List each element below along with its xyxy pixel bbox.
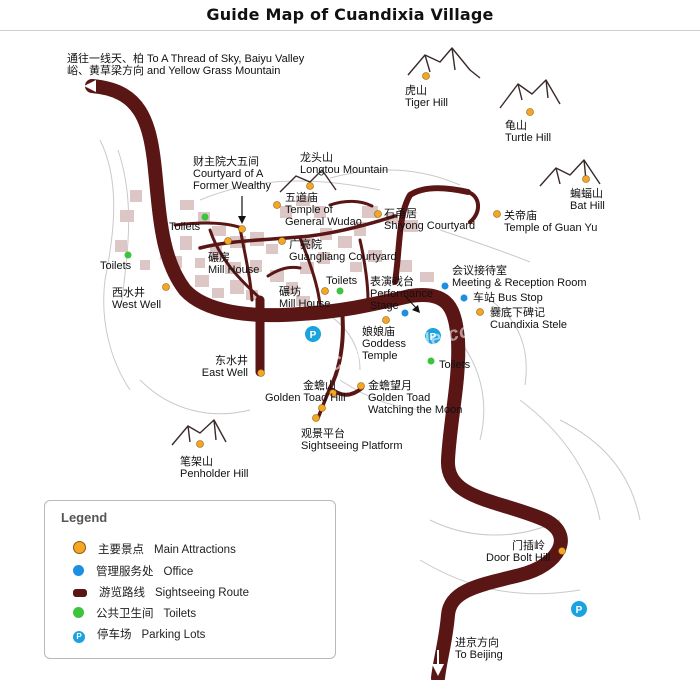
label-to-beijing: 进京方向 To Beijing: [455, 637, 503, 661]
attraction-dot-icon: [493, 210, 501, 218]
attraction-dot-icon: [329, 389, 337, 397]
parking-icon: [425, 328, 441, 344]
toilet-dot-icon: [427, 357, 435, 365]
attraction-dot-icon: [306, 182, 314, 190]
map-title: Guide Map of Cuandixia Village: [206, 5, 494, 24]
label-bat-hill: 蝙蝠山 Bat Hill: [570, 188, 605, 212]
label-cuandixia-stele: 爨底下碑记 Cuandixia Stele: [490, 307, 568, 331]
label-performance-stage: 表演戏台 Performance Stage: [370, 276, 433, 312]
parking-markers: [305, 326, 587, 617]
parking-icon: [305, 326, 321, 342]
longtou-mountain-sketch: [279, 169, 337, 193]
attraction-dot-icon: [476, 308, 484, 316]
label-goddess-temple: 娘娘庙 Goddess Temple: [362, 326, 407, 362]
label-west-well: 西水井 West Well: [112, 287, 162, 311]
label-door-bolt-hill: 门插岭 Door Bolt Hill: [486, 540, 551, 564]
label-tiger-hill: 虎山 Tiger Hill: [405, 85, 448, 109]
toilet-dot-icon: [336, 287, 344, 295]
label-longtou-mountain: 龙头山 Longtou Mountain: [300, 152, 389, 176]
route-east-branch: [392, 185, 471, 285]
label-toilets-central: Toilets: [326, 275, 358, 287]
label-guangliang-courtyard: 广亮院 Guangliang Courtyard: [289, 239, 397, 263]
toilet-dot-icon: [73, 607, 84, 618]
office-dot-icon: [73, 565, 84, 576]
label-penholder-hill: 笔架山 Penholder Hill: [180, 456, 249, 480]
label-temple-guan-yu: 关帝庙 Temple of Guan Yu: [504, 210, 598, 234]
office-dot-icon: [401, 309, 409, 317]
label-shiyong-courtyard: 石甬居 Shiyong Courtyard: [384, 208, 476, 232]
parking-symbol: P: [430, 332, 437, 343]
route-main-north: [85, 79, 417, 323]
label-temple-wudao: 五道庙 Temple of General Wudao: [285, 192, 362, 228]
attraction-dot-icon: [312, 414, 320, 422]
office-dot-icon: [460, 294, 468, 302]
attraction-dot-icon: [273, 201, 281, 209]
parking-symbol: P: [576, 605, 583, 616]
office-dot-icon: [441, 282, 449, 290]
title-bar: Guide Map of Cuandixia Village: [0, 0, 700, 31]
attraction-dot-icon: [526, 108, 534, 116]
arrow-south-icon: [432, 664, 444, 676]
bat-hill-mountain: [539, 159, 601, 187]
tiger-hill-mountain: [407, 47, 481, 79]
route-arrows: [84, 80, 444, 676]
attraction-dot-icon: [374, 210, 382, 218]
label-bus-stop: 车站 Bus Stop: [473, 292, 543, 304]
label-golden-toad-moon: 金蟾望月 Golden Toad Watching the Moon: [368, 380, 463, 416]
label-east-well: 东水井 East Well: [201, 355, 248, 379]
route-toad-hill-lane: [328, 308, 345, 390]
label-toilets-east: Toilets: [439, 359, 471, 371]
toilet-dot-icon: [124, 251, 132, 259]
label-golden-toad-hill: 金蟾山 Golden Toad Hill: [265, 380, 346, 404]
label-toilets-north: Toilets: [169, 221, 201, 233]
attraction-dot-icon: [224, 237, 232, 245]
label-turtle-hill: 龟山 Turtle Hill: [505, 120, 552, 144]
route-main-south: [403, 287, 568, 680]
parking-symbol: P: [310, 330, 317, 341]
turtle-hill-mountain: [499, 79, 561, 109]
attraction-dot-icon: [558, 547, 566, 555]
attraction-dot-icon: [422, 72, 430, 80]
label-thread-of-sky: 通往一线天、柏 To A Thread of Sky, Baiyu Valley…: [67, 53, 305, 77]
label-toilets-west: Toilets: [100, 260, 132, 272]
attraction-dot-icon: [321, 287, 329, 295]
attraction-dot-icon: [318, 404, 326, 412]
sightseeing-route: [85, 79, 568, 680]
label-mill-house-central: 碾坊 Mill House: [279, 286, 331, 310]
arrow-northwest-icon: [84, 80, 96, 92]
toilet-dot-icon: [201, 213, 209, 221]
legend-title: Legend: [61, 510, 108, 525]
attraction-dot-icon: [278, 237, 286, 245]
office-markers: [401, 282, 468, 317]
pointer-arrow-icon: [238, 216, 246, 224]
attraction-markers: [162, 72, 590, 555]
attraction-dot-icon: [196, 440, 204, 448]
label-sightseeing-platform: 观景平台 Sightseeing Platform: [301, 428, 403, 452]
attraction-dot-icon: [357, 382, 365, 390]
attraction-dot-icon: [582, 175, 590, 183]
attraction-dot-icon: [238, 225, 246, 233]
attraction-dot-icon: [382, 316, 390, 324]
parking-icon: [571, 601, 587, 617]
attraction-dot-icon: [162, 283, 170, 291]
label-reception-room: 会议接待室 Meeting & Reception Room: [452, 265, 587, 289]
mountain-sketches: [171, 47, 601, 446]
route-line-icon: [73, 589, 87, 597]
label-courtyard-wealthy: 财主院大五间 Courtyard of A Former Wealthy: [193, 156, 272, 192]
attraction-dot-icon: [73, 541, 86, 554]
label-mill-house-west: 碾房 Mill House: [208, 252, 260, 276]
toilet-markers: [124, 213, 435, 365]
penholder-hill-mountain: [171, 419, 227, 446]
attraction-dot-icon: [257, 369, 265, 377]
parking-icon: P: [73, 631, 85, 643]
